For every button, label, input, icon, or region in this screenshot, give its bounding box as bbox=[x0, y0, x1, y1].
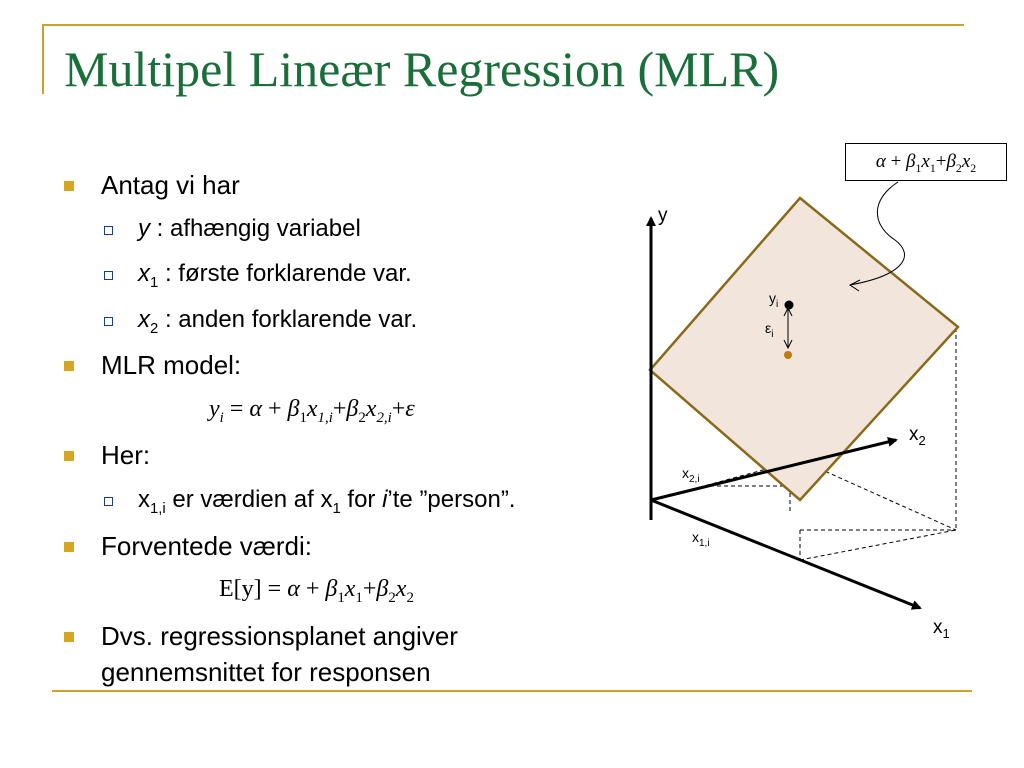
x2-axis bbox=[650, 437, 898, 502]
epsilon-label: εi bbox=[765, 320, 773, 340]
x1-axis bbox=[650, 498, 922, 610]
yi-label: yi bbox=[769, 290, 778, 310]
x1i-label: x1,i bbox=[692, 529, 710, 549]
fitted-point bbox=[784, 351, 792, 359]
sub-bullet-marker bbox=[104, 226, 113, 235]
x2-axis-label: x2 bbox=[909, 424, 926, 448]
expected-value-equation: E[y] = α + β1x1+β2x2 bbox=[219, 576, 414, 606]
sub-bullet-marker bbox=[104, 317, 113, 326]
bullet-marker bbox=[64, 542, 74, 552]
y-axis-label: y bbox=[658, 205, 668, 226]
regression-plane bbox=[648, 196, 960, 502]
bullet-marker bbox=[64, 361, 74, 371]
slide-title: Multipel Lineær Regression (MLR) bbox=[64, 41, 780, 97]
bullet-marker bbox=[64, 451, 74, 461]
sub-bullet-marker bbox=[104, 497, 113, 506]
left-rule bbox=[42, 24, 44, 94]
bottom-rule bbox=[52, 690, 972, 692]
sub-bullet-marker bbox=[104, 271, 113, 280]
bullet-marker bbox=[64, 632, 74, 642]
x2i-label: x2,i bbox=[682, 465, 700, 485]
top-rule bbox=[42, 24, 964, 26]
bullet-marker bbox=[64, 181, 74, 191]
mlr-model-equation: yi = α + β1x1,i+β2x2,i+ε bbox=[209, 396, 415, 426]
observed-point bbox=[784, 300, 794, 310]
callout-curve bbox=[849, 181, 905, 286]
x1-axis-label: x1 bbox=[933, 617, 950, 641]
plane-equation-box: α + β1x1+β2x2 bbox=[845, 143, 1007, 181]
